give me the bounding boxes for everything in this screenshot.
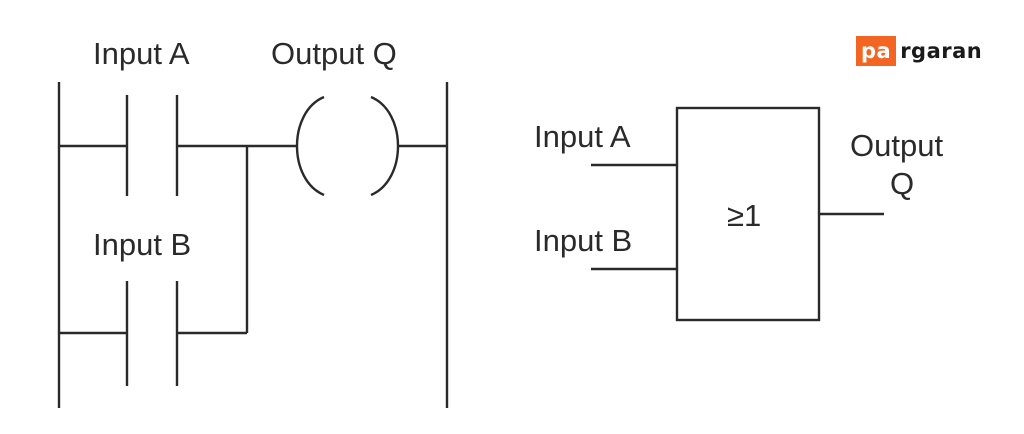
ladder-diagram — [57, 82, 449, 408]
logo-boxed-text: pa — [856, 36, 897, 66]
coil-left-arc — [295, 95, 325, 197]
brand-logo: pa rgaran — [856, 36, 982, 66]
gate-input-b-label: Input B — [534, 223, 633, 258]
coil-right-arc — [370, 95, 400, 197]
gate-output-label-line1: Output — [850, 128, 944, 163]
logo-rest-text: rgaran — [900, 39, 983, 63]
gate-input-a-label: Input A — [534, 119, 631, 154]
contact-a-label: Input A — [93, 36, 190, 71]
or-gate-diagram — [591, 106, 884, 322]
gate-symbol: ≥1 — [727, 198, 762, 233]
coil-label: Output Q — [271, 36, 397, 71]
gate-output-label-line2: Q — [890, 166, 915, 201]
contact-b-label: Input B — [93, 227, 192, 262]
